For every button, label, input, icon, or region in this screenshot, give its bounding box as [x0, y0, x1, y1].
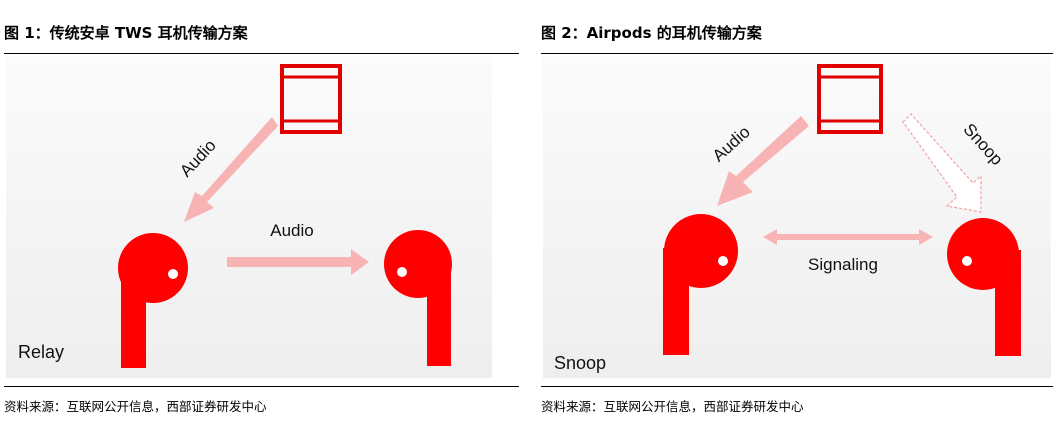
snoop-arrow-phone-to-right-bud: [902, 113, 982, 213]
right-earbud-speaker-dot: [962, 256, 972, 266]
figure2-background: [543, 56, 1051, 378]
figure2-source: 资料来源：互联网公开信息，西部证券研发中心: [541, 399, 804, 414]
figure1-diagram: Audio Audio Relay: [6, 56, 516, 378]
left-earbud-speaker-dot: [168, 269, 178, 279]
left-earbud-icon: [118, 233, 188, 368]
figure2-diagram: Audio Snoop Signaling Snoop: [543, 56, 1053, 378]
figure2-title: 图 2：Airpods 的耳机传输方案: [541, 24, 762, 42]
phone-device-icon: [280, 64, 342, 134]
audio-arrow-phone-to-left-bud: [184, 117, 278, 222]
left-earbud-icon: [663, 214, 738, 355]
figure2-bottom-rule: [541, 386, 1053, 387]
left-earbud-speaker-dot: [718, 256, 728, 266]
right-earbud-speaker-dot: [397, 267, 407, 277]
figure2-top-rule: [541, 53, 1053, 54]
figure1-top-rule: [4, 53, 519, 54]
signaling-double-arrow: [763, 229, 933, 245]
figure1-source: 资料来源：互联网公开信息，西部证券研发中心: [4, 399, 267, 414]
figure1-bottom-rule: [4, 386, 519, 387]
right-earbud-icon: [384, 230, 452, 366]
signaling-label: Signaling: [808, 255, 878, 274]
relay-mode-label: Relay: [18, 342, 64, 362]
audio-arrow-horizontal-label: Audio: [270, 221, 313, 240]
phone-device-icon: [817, 64, 883, 134]
snoop-mode-label: Snoop: [554, 353, 606, 373]
audio-arrow-phone-to-left-bud: [717, 116, 809, 206]
figure1-title: 图 1：传统安卓 TWS 耳机传输方案: [4, 24, 248, 42]
audio-arrow-left-to-right-bud: [227, 249, 369, 275]
figure1-background: [6, 56, 492, 378]
right-earbud-icon: [947, 218, 1021, 356]
